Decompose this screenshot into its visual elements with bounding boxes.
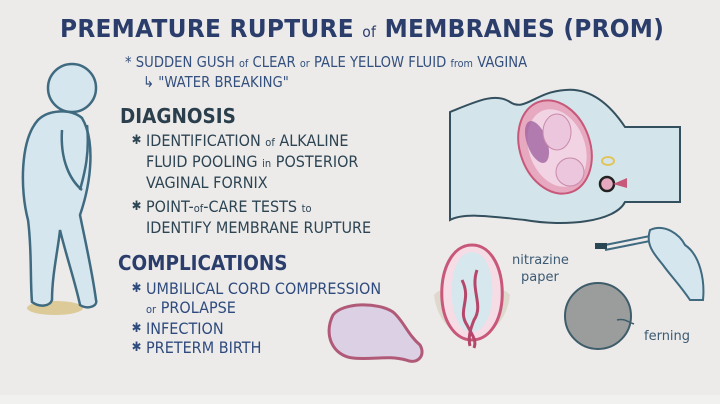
complications-list: ✱ UMBILICAL CORD COMPRESSION or PROLAPSE…	[132, 279, 407, 357]
title-text: PREMATURE RUPTURE	[60, 14, 363, 43]
title-of: of	[362, 23, 377, 41]
bullet-star-icon: ✱	[131, 133, 142, 148]
item-text: VAGINAL FORNIX	[146, 173, 268, 192]
list-item: ✱ POINT-of-CARE TESTS to IDENTIFY MEMBRA…	[132, 197, 372, 237]
item-text: PRETERM BIRTH	[146, 338, 262, 357]
infected-membrane-illustration	[327, 303, 424, 363]
item-text: -CARE TESTS	[203, 197, 302, 216]
item-text: FLUID POOLING	[146, 152, 263, 171]
bullet-star-icon: *	[125, 53, 132, 71]
item-text: IDENTIFY MEMBRANE RUPTURE	[146, 218, 372, 237]
list-item: ✱ IDENTIFICATION of ALKALINE FLUID POOLI…	[132, 131, 371, 192]
item-text: to	[301, 202, 312, 215]
diagnosis-list: ✱ IDENTIFICATION of ALKALINE FLUID POOLI…	[132, 131, 396, 242]
nitrazine-label: nitrazine	[512, 253, 569, 268]
item-text: PROLAPSE	[156, 298, 236, 317]
fetus-in-uterus-illustration	[449, 88, 681, 224]
bullet-star-icon: ✱	[131, 199, 142, 214]
item-text: POSTERIOR	[271, 152, 359, 171]
standing-person-illustration	[21, 62, 98, 315]
intro-or: or	[299, 57, 310, 70]
item-text: INFECTION	[146, 319, 224, 338]
label-text: ferning	[644, 329, 691, 344]
intro-of: of	[238, 57, 249, 70]
intro-text: PALE YELLOW FLUID	[309, 53, 451, 71]
page-title: PREMATURE RUPTURE of MEMBRANES (PROM)	[60, 14, 664, 43]
item-text: of	[265, 136, 275, 149]
bottom-border	[0, 395, 720, 404]
bullet-star-icon: ✱	[131, 281, 142, 296]
ferning-slide-illustration	[564, 282, 635, 350]
complications-heading: COMPLICATIONS	[118, 251, 288, 275]
item-text: of	[193, 202, 204, 215]
bullet-star-icon: ✱	[131, 321, 142, 336]
intro-subnote: ↳ "WATER BREAKING"	[143, 73, 289, 91]
ferning-label: ferning	[644, 329, 690, 344]
item-text: ALKALINE	[274, 131, 349, 150]
title-text-2: MEMBRANES (PROM)	[376, 14, 665, 43]
diagnosis-heading: DIAGNOSIS	[120, 104, 236, 128]
list-item: ✱ UMBILICAL CORD COMPRESSION or PROLAPSE	[132, 279, 382, 319]
item-text: IDENTIFICATION	[146, 131, 266, 150]
item-text: or	[146, 303, 157, 316]
bullet-star-icon: ✱	[131, 340, 142, 355]
water-breaking-text: "WATER BREAKING"	[158, 73, 289, 91]
list-item: ✱ INFECTION	[132, 319, 381, 338]
label-text: nitrazine	[512, 253, 569, 268]
nitrazine-test-illustration	[595, 226, 705, 301]
item-text: UMBILICAL CORD COMPRESSION	[146, 279, 382, 298]
intro-bullet: * SUDDEN GUSH of CLEAR or PALE YELLOW FL…	[125, 53, 527, 71]
intro-text: CLEAR	[248, 53, 300, 71]
item-text: POINT-	[146, 197, 194, 216]
item-text: in	[262, 157, 272, 170]
intro-from: from	[450, 57, 473, 70]
intro-text: VAGINA	[472, 53, 528, 71]
list-item: ✱ PRETERM BIRTH	[132, 338, 381, 357]
label-text: paper	[521, 270, 559, 285]
paper-label: paper	[521, 270, 559, 285]
arrow-return-icon: ↳	[143, 73, 155, 91]
cord-prolapse-illustration	[434, 243, 510, 349]
intro-text: SUDDEN GUSH	[135, 53, 239, 71]
